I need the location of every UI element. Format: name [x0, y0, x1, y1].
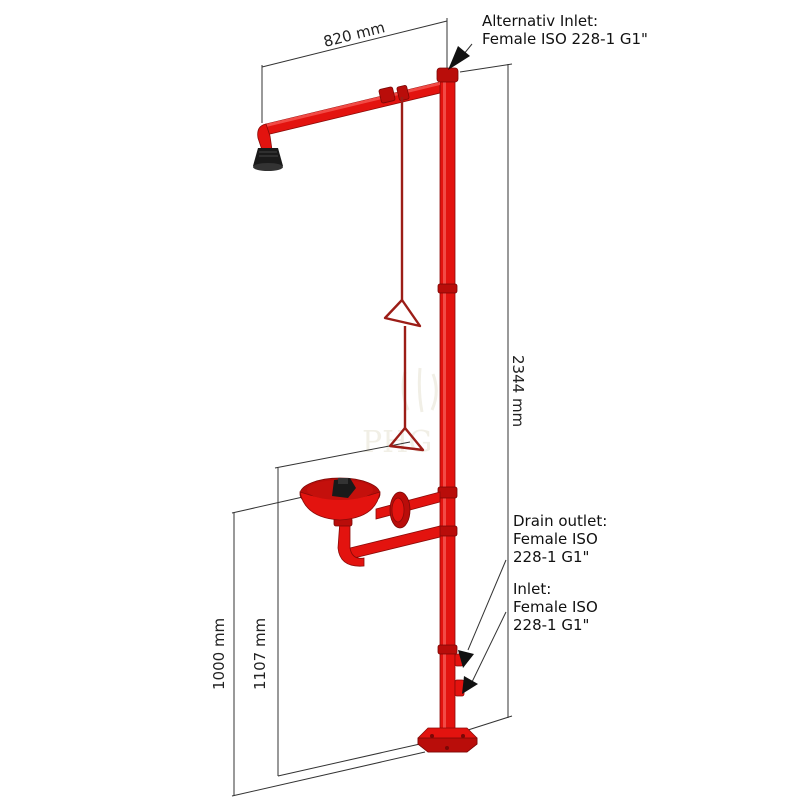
drain-outlet-line-2: Female ISO: [513, 530, 598, 548]
drain-outlet-arrow: [458, 650, 474, 668]
vertical-pole: [436, 67, 459, 739]
drain-outlet-line-3: 228-1 G1": [513, 548, 589, 566]
floor-base-plate: [417, 727, 478, 753]
inlet-line-1: Inlet:: [513, 580, 551, 598]
alternative-inlet-line-1: Alternativ Inlet:: [482, 12, 598, 30]
shower-head: [253, 148, 283, 171]
svg-text:Inlet: Female ISO: Inlet: Female ISO 228-1 G1": [513, 580, 603, 634]
svg-text:Drain outlet: Female ISO: Drain outlet: Female ISO 228-1 G1": [513, 512, 612, 566]
alternative-inlet-callout: Alternativ Inlet: Female ISO 228-1 G1": [448, 12, 648, 70]
inlet-callout: Inlet: Female ISO 228-1 G1": [462, 580, 603, 694]
inlet-line-3: 228-1 G1": [513, 616, 589, 634]
drain-outlet-callout: Drain outlet: Female ISO 228-1 G1": [458, 512, 612, 668]
bowl-height-label: 1107 mm: [251, 618, 269, 690]
shower-arm: [257, 81, 441, 151]
watermark: PHG: [362, 367, 438, 460]
inlet-arrow: [462, 676, 478, 694]
pipe-height-label: 1000 mm: [210, 618, 228, 690]
alternative-inlet-line-2: Female ISO 228-1 G1": [482, 30, 648, 48]
watermark-text: PHG: [362, 425, 432, 460]
inlet-line-2: Female ISO: [513, 598, 598, 616]
total-height-label: 2344 mm: [509, 355, 527, 427]
total-height-dimension: 2344 mm: [459, 63, 527, 731]
bowl-height-dimension: 1107 mm: [251, 441, 421, 777]
pull-rod: [383, 97, 425, 452]
drain-outlet-line-1: Drain outlet:: [513, 512, 607, 530]
pipe-height-dimension: 1000 mm: [210, 491, 426, 797]
svg-text:Alternativ Inlet: Female: Alternativ Inlet: Female ISO 228-1 G1": [482, 12, 648, 48]
alternative-inlet-arrow: [448, 46, 470, 70]
arm-length-label: 820 mm: [322, 18, 387, 51]
bottom-connections: [454, 653, 465, 697]
eyewash-unit: [299, 477, 441, 567]
